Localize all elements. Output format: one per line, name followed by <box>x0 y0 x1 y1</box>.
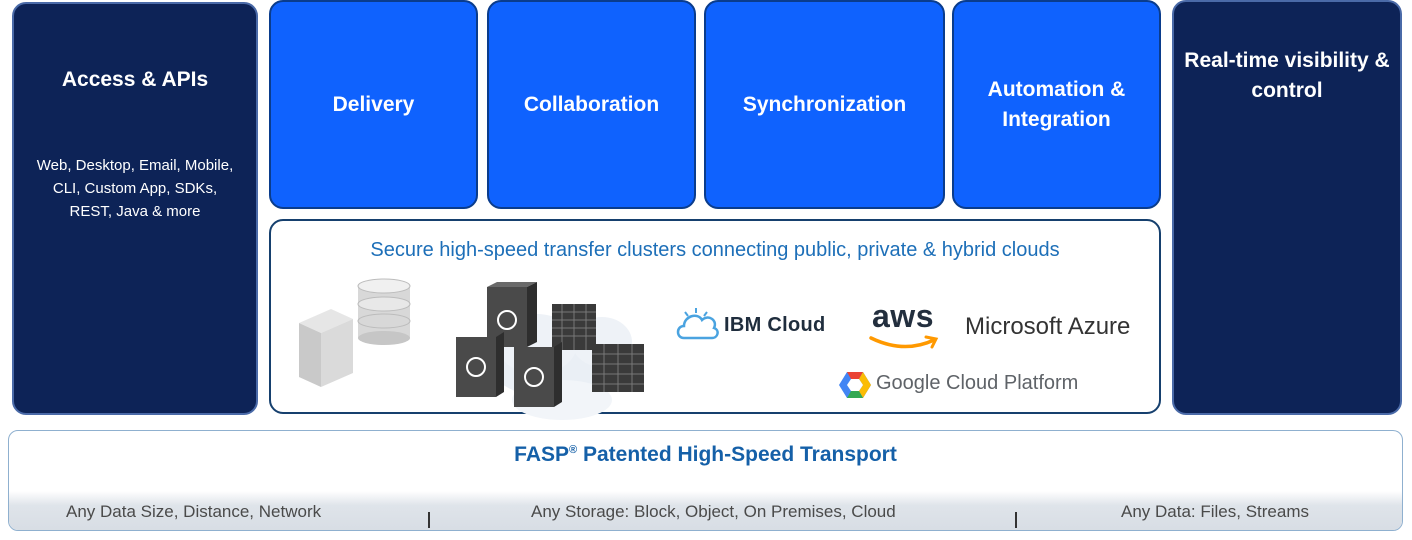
delivery-label: Delivery <box>332 92 415 116</box>
access-apis-description: Web, Desktop, Email, Mobile, CLI, Custom… <box>36 157 234 220</box>
transfer-clusters-panel: Secure high-speed transfer clusters conn… <box>269 219 1161 414</box>
synchronization-label: Synchronization <box>742 92 907 116</box>
delivery-box: Delivery <box>269 0 478 209</box>
aws-smile-icon <box>869 335 939 349</box>
automation-integration-box: Automation & Integration <box>952 0 1161 209</box>
transfer-clusters-title: Secure high-speed transfer clusters conn… <box>370 239 1060 261</box>
fasp-divider <box>428 512 430 528</box>
server-icon <box>299 309 353 387</box>
fasp-title-main: FASP <box>514 443 570 466</box>
microsoft-azure-logo-text: Microsoft Azure <box>965 313 1131 340</box>
synchronization-box: Synchronization <box>704 0 945 209</box>
fasp-registered-mark: ® <box>569 444 578 456</box>
fasp-title-rest: Patented High-Speed Transport <box>577 443 897 466</box>
automation-integration-label: Automation & Integration <box>987 77 1126 131</box>
cloud-cluster-icon <box>456 282 644 420</box>
access-apis-panel: Access & APIs Web, Desktop, Email, Mobil… <box>12 2 258 415</box>
database-icon <box>357 278 411 345</box>
access-apis-title: Access & APIs <box>61 68 209 91</box>
google-cloud-platform-logo-text: Google Cloud Platform <box>876 372 1079 394</box>
aws-logo-text: aws <box>872 298 934 334</box>
ibm-cloud-icon <box>676 308 719 340</box>
collaboration-box: Collaboration <box>487 0 696 209</box>
fasp-feature-storage: Any Storage: Block, Object, On Premises,… <box>531 502 896 521</box>
fasp-feature-data-size: Any Data Size, Distance, Network <box>66 502 322 521</box>
google-cloud-icon <box>839 372 871 398</box>
fasp-feature-data-types: Any Data: Files, Streams <box>1121 502 1310 521</box>
realtime-visibility-title: Real-time visibility & control <box>1184 49 1390 102</box>
realtime-visibility-panel: Real-time visibility & control <box>1172 0 1402 415</box>
ibm-cloud-logo-text: IBM Cloud <box>724 314 826 336</box>
fasp-feature-strip <box>9 491 1402 530</box>
fasp-divider <box>1015 512 1017 528</box>
fasp-transport-bar: FASP® Patented High-Speed Transport Any … <box>8 430 1403 531</box>
fasp-title: FASP® Patented High-Speed Transport <box>9 443 1402 467</box>
collaboration-label: Collaboration <box>523 92 660 116</box>
